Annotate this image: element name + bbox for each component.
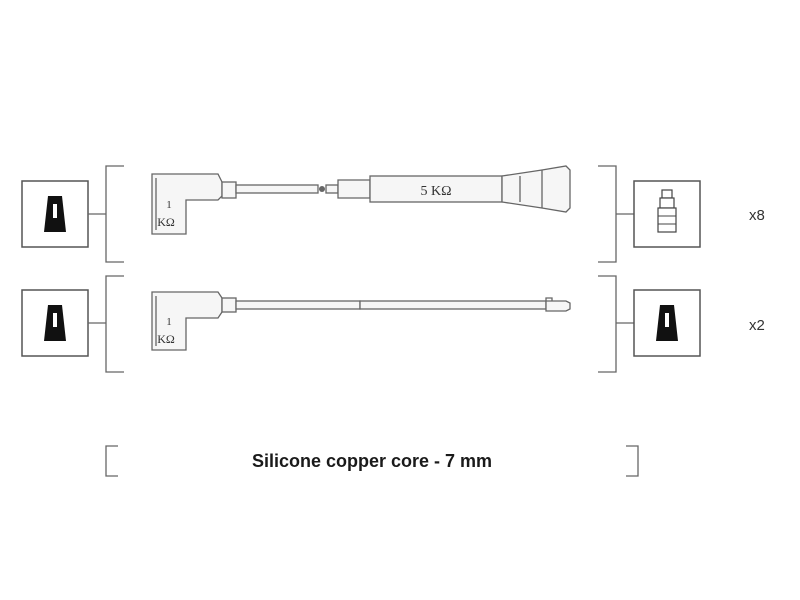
ignition-lead-2: 1 KΩ	[151, 291, 571, 351]
lead-row-2: 1 KΩ x2	[21, 275, 765, 373]
cable-spec-caption: Silicone copper core - 7 mm	[252, 451, 492, 471]
caption-left-bracket	[105, 445, 118, 477]
quantity-label: x8	[749, 207, 765, 224]
lead-row-1: 1 KΩ 5 KΩ	[21, 165, 765, 263]
coil-terminal-icon	[633, 289, 701, 357]
left-bracket	[105, 165, 124, 263]
resistor-value: 5 KΩ	[420, 184, 451, 199]
ignition-lead-1: 1 KΩ 5 KΩ	[151, 165, 571, 235]
caption-right-bracket	[626, 445, 639, 477]
distributor-terminal-icon	[21, 289, 89, 357]
boot-resistance-unit: KΩ	[157, 332, 175, 346]
distributor-terminal-icon	[21, 180, 89, 248]
quantity-label: x2	[749, 317, 765, 334]
right-bracket	[598, 275, 617, 373]
boot-resistance-value: 1	[166, 316, 172, 328]
boot-resistance-value: 1	[166, 199, 172, 211]
right-bracket	[598, 165, 617, 263]
left-bracket	[105, 275, 124, 373]
spark-plug-terminal-icon	[633, 180, 701, 248]
boot-resistance-unit: KΩ	[157, 215, 175, 229]
